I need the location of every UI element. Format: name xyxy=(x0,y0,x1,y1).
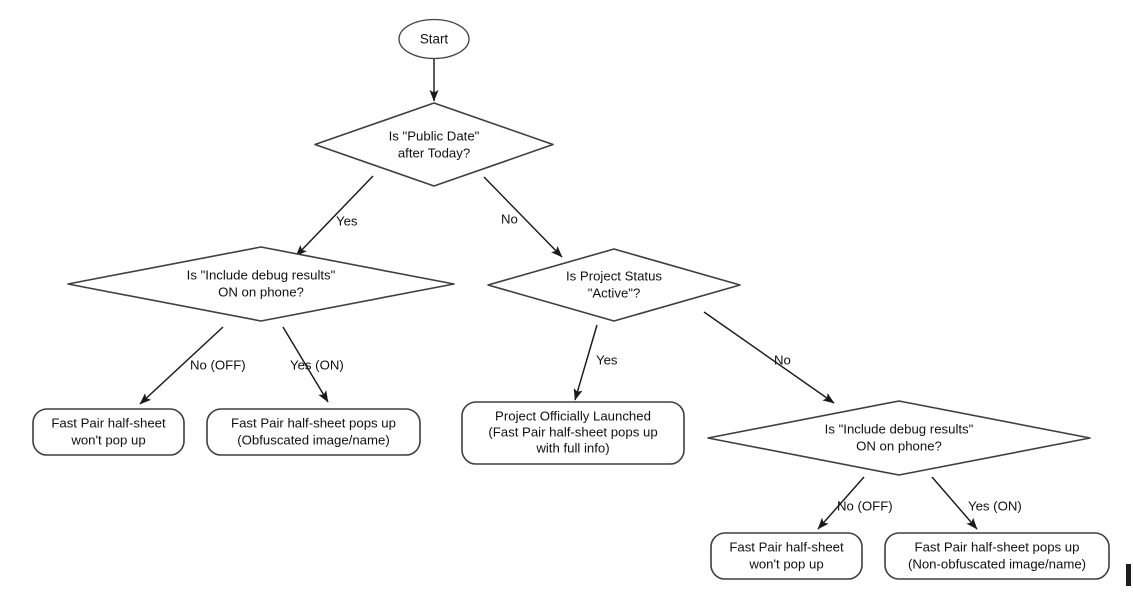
edge-debug-right-yes xyxy=(931,476,978,530)
decision-public-date-shape xyxy=(314,102,554,187)
node-outcome-launched[interactable]: Project Officially Launched (Fast Pair h… xyxy=(461,401,685,465)
decision-project-status-line2: "Active"? xyxy=(588,285,641,300)
outcome-launched-line3: with full info) xyxy=(535,440,609,455)
edge-label-public-date-no: No xyxy=(501,211,518,226)
decision-debug-right-line2: ON on phone? xyxy=(856,438,942,453)
edge-public-date-yes xyxy=(295,175,374,257)
decision-public-date-line2: after Today? xyxy=(398,145,470,160)
outcome-left-off-line2: won't pop up xyxy=(70,432,145,447)
outcome-launched-line1: Project Officially Launched xyxy=(495,408,651,423)
node-start[interactable]: Start xyxy=(398,18,470,60)
start-label: Start xyxy=(420,32,449,47)
node-outcome-left-off[interactable]: Fast Pair half-sheet won't pop up xyxy=(32,408,185,456)
right-edge-mark xyxy=(1126,564,1131,586)
edge-label-project-status-no: No xyxy=(774,352,791,367)
outcome-launched-line2: (Fast Pair half-sheet pops up xyxy=(488,424,657,439)
edge-label-public-date-yes: Yes xyxy=(336,213,358,228)
outcome-launched-shape xyxy=(461,401,685,465)
edge-public-date-no xyxy=(483,176,563,258)
decision-debug-right-shape xyxy=(707,400,1091,476)
edge-label-debug-left-no: No (OFF) xyxy=(190,357,246,372)
outcome-right-on-line1: Fast Pair half-sheet pops up xyxy=(915,539,1080,554)
edge-labels-layer: Yes No No (OFF) Yes (ON) Yes No No (OFF)… xyxy=(190,211,1022,513)
edge-label-debug-right-yes: Yes (ON) xyxy=(968,498,1022,513)
node-decision-debug-left[interactable]: Is "Include debug results" ON on phone? xyxy=(67,246,455,322)
decision-debug-left-shape xyxy=(67,246,455,322)
edges-layer xyxy=(139,58,978,530)
node-decision-public-date[interactable]: Is "Public Date" after Today? xyxy=(314,102,554,187)
edge-project-status-yes xyxy=(573,324,598,401)
edge-label-debug-left-yes: Yes (ON) xyxy=(290,357,344,372)
edge-debug-left-no xyxy=(139,326,224,405)
outcome-right-on-shape xyxy=(884,532,1110,580)
node-outcome-left-on[interactable]: Fast Pair half-sheet pops up (Obfuscated… xyxy=(206,408,421,456)
edge-debug-left-yes xyxy=(282,326,329,403)
edge-debug-right-no xyxy=(817,476,865,530)
outcome-right-on-line2: (Non-obfuscated image/name) xyxy=(908,556,1086,571)
node-outcome-right-off[interactable]: Fast Pair half-sheet won't pop up xyxy=(710,532,863,580)
outcome-left-off-line1: Fast Pair half-sheet xyxy=(51,415,166,430)
decision-project-status-line1: Is Project Status xyxy=(566,268,662,283)
outcome-right-off-shape xyxy=(710,532,863,580)
decision-project-status-shape xyxy=(487,248,741,322)
decision-debug-right-line1: Is "Include debug results" xyxy=(825,421,974,436)
start-ellipse-shape xyxy=(398,18,470,60)
node-outcome-right-on[interactable]: Fast Pair half-sheet pops up (Non-obfusc… xyxy=(884,532,1110,580)
decision-debug-left-line1: Is "Include debug results" xyxy=(187,267,336,282)
outcome-right-off-line2: won't pop up xyxy=(748,556,823,571)
outcome-left-on-line2: (Obfuscated image/name) xyxy=(237,432,389,447)
node-decision-project-status[interactable]: Is Project Status "Active"? xyxy=(487,248,741,322)
edge-label-project-status-yes: Yes xyxy=(596,352,618,367)
outcome-left-off-shape xyxy=(32,408,185,456)
outcome-left-on-line1: Fast Pair half-sheet pops up xyxy=(231,415,396,430)
outcome-right-off-line1: Fast Pair half-sheet xyxy=(729,539,844,554)
decision-public-date-line1: Is "Public Date" xyxy=(389,128,480,143)
edge-label-debug-right-no: No (OFF) xyxy=(837,498,893,513)
decision-debug-left-line2: ON on phone? xyxy=(218,284,304,299)
edge-project-status-no xyxy=(703,311,835,404)
node-decision-debug-right[interactable]: Is "Include debug results" ON on phone? xyxy=(707,400,1091,476)
outcome-left-on-shape xyxy=(206,408,421,456)
